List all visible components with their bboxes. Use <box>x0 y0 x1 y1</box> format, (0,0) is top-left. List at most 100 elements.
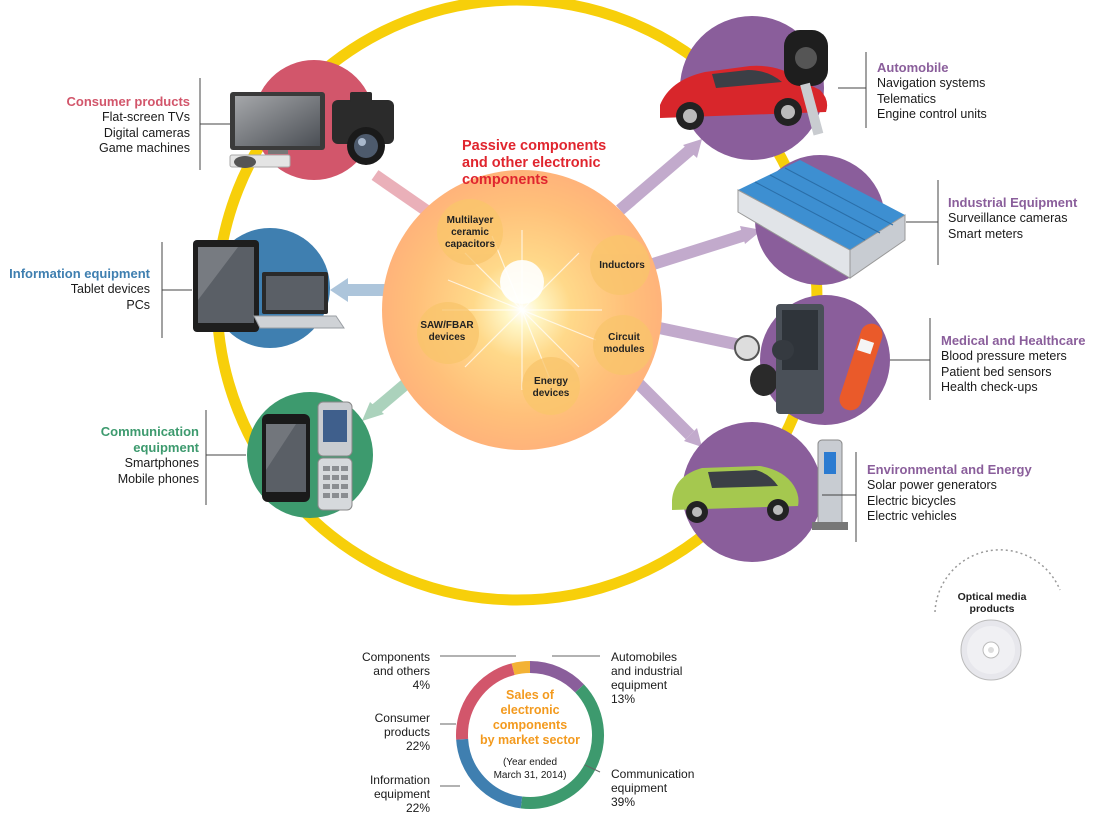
sector-automobile-item: Telematics <box>877 91 937 106</box>
smartphone-illustration <box>262 414 310 502</box>
car-key-illustration <box>784 30 828 136</box>
flip-phone-illustration <box>317 401 353 511</box>
sector-environmental-title: Environmental and Energy <box>867 462 1032 477</box>
component-saw-fbar: SAW/FBAR devices <box>414 320 480 344</box>
ev-illustration <box>672 439 848 530</box>
sector-automobile-title: Automobile <box>877 60 949 75</box>
optical-media-label: Optical media products <box>952 591 1032 615</box>
center-title-line-2: and other electronic <box>462 155 601 171</box>
component-mlcc-line-2: ceramic <box>451 227 489 238</box>
sector-environmental-item: Solar power generators <box>867 478 997 492</box>
component-circuit-modules: Circuit modules <box>594 332 654 356</box>
slice-label-components: Components and others 4% <box>362 650 430 692</box>
sector-industrial-item: Smart meters <box>948 226 1024 241</box>
slice-label-automobiles: Automobiles and industrial equipment 13% <box>611 650 682 706</box>
sector-communication-item: Mobile phones <box>117 471 199 486</box>
donut-subtitle-line-2: March 31, 2014) <box>493 769 567 781</box>
donut-title-line-2: electronic <box>500 703 560 717</box>
sector-information-item: PCs <box>126 297 150 312</box>
sector-consumer-title: Consumer products <box>66 94 190 109</box>
sector-medical-item: Blood pressure meters <box>941 349 1067 363</box>
slice-percent: 39% <box>611 795 636 809</box>
sector-information-title: Information equipment <box>9 266 150 281</box>
donut-slice <box>456 738 523 809</box>
component-mlcc-line-1: Multilayer <box>446 215 494 226</box>
sector-medical: Medical and Healthcare Blood pressure me… <box>941 333 1086 396</box>
sector-environmental-item: Electric bicycles <box>867 493 956 508</box>
donut-chart <box>456 661 604 809</box>
sector-communication-title-line-2: equipment <box>133 440 199 455</box>
slice-percent: 22% <box>405 801 430 815</box>
sector-information: Information equipment Tablet devices PCs <box>9 266 150 313</box>
component-circuit-line-1: Circuit <box>608 332 640 343</box>
slice-percent: 22% <box>405 739 430 753</box>
slice-label-line: and others <box>373 664 430 678</box>
slice-label-consumer: Consumer products 22% <box>375 711 430 753</box>
slice-label-line: equipment <box>611 678 668 692</box>
slice-label-line: Components <box>361 650 430 664</box>
optical-media-line-2: products <box>969 603 1015 615</box>
slice-label-line: products <box>383 725 430 739</box>
donut-subtitle: (Year ended March 31, 2014) <box>476 757 584 782</box>
donut-subtitle-line-1: (Year ended <box>502 757 558 768</box>
camera-illustration <box>332 92 394 165</box>
donut-slice <box>520 684 604 809</box>
component-inductors: Inductors <box>592 260 652 272</box>
sector-information-item: Tablet devices <box>70 282 150 296</box>
laptop-illustration <box>253 272 345 329</box>
component-saw-line-1: SAW/FBAR <box>420 320 474 331</box>
slice-label-line: and industrial <box>611 664 683 678</box>
sector-medical-item: Patient bed sensors <box>941 364 1052 379</box>
sector-environmental: Environmental and Energy Solar power gen… <box>867 462 1032 525</box>
component-mlcc: Multilayer ceramic capacitors <box>440 215 500 251</box>
component-inductors-line-1: Inductors <box>599 260 645 271</box>
component-blobs <box>417 199 653 415</box>
sector-communication-item: Smartphones <box>124 456 199 470</box>
sector-communication-title-line-1: Communication <box>100 424 199 439</box>
core-flare <box>500 260 544 304</box>
component-circuit-line-2: modules <box>603 344 645 355</box>
sector-industrial-item: Surveillance cameras <box>948 211 1068 225</box>
donut-slice <box>511 661 531 675</box>
medical-illustration <box>734 304 883 414</box>
sector-automobile-item: Engine control units <box>877 107 987 121</box>
donut-slice <box>529 661 584 693</box>
disc-icon <box>960 619 1022 681</box>
center-title: Passive components and other electronic … <box>462 138 606 189</box>
slice-label-line: Consumer <box>374 711 430 725</box>
slice-label-line: equipment <box>611 781 668 795</box>
sector-industrial: Industrial Equipment Surveillance camera… <box>948 195 1077 242</box>
center-title-line-1: Passive components <box>462 138 607 154</box>
sector-environmental-item: Electric vehicles <box>867 509 957 523</box>
sector-communication: Communication equipment Smartphones Mobi… <box>101 424 199 487</box>
red-car-illustration <box>660 65 828 130</box>
slice-label-line: Communication <box>611 767 695 781</box>
sector-medical-item: Health check-ups <box>941 380 1038 394</box>
donut-title-line-3: components <box>492 718 568 732</box>
slice-label-communication: Communication equipment 39% <box>611 767 694 809</box>
donut-leader-lines <box>440 655 601 787</box>
slice-label-line: Information <box>369 773 430 787</box>
core-rays <box>442 230 602 390</box>
sector-industrial-title: Industrial Equipment <box>948 195 1078 210</box>
sector-consumer: Consumer products Flat-screen TVs Digita… <box>66 94 190 157</box>
sector-consumer-item: Game machines <box>98 141 190 155</box>
slice-label-line: Automobiles <box>611 650 678 664</box>
component-saw-line-2: devices <box>428 332 466 343</box>
component-energy-line-1: Energy <box>534 376 568 387</box>
center-title-line-3: components <box>462 172 549 188</box>
sector-consumer-item: Digital cameras <box>103 125 190 140</box>
slice-percent: 13% <box>611 692 636 706</box>
slice-percent: 4% <box>412 678 430 692</box>
donut-title-line-1: Sales of <box>506 688 554 702</box>
slice-label-line: equipment <box>373 787 430 801</box>
optical-dashed-arc <box>934 549 1061 613</box>
component-energy-devices: Energy devices <box>522 376 580 400</box>
sector-automobile-item: Navigation systems <box>877 76 986 90</box>
optical-media-line-1: Optical media <box>957 591 1027 603</box>
donut-slice <box>456 663 515 740</box>
sector-medical-title: Medical and Healthcare <box>941 333 1086 348</box>
sector-consumer-item: Flat-screen TVs <box>102 110 190 124</box>
